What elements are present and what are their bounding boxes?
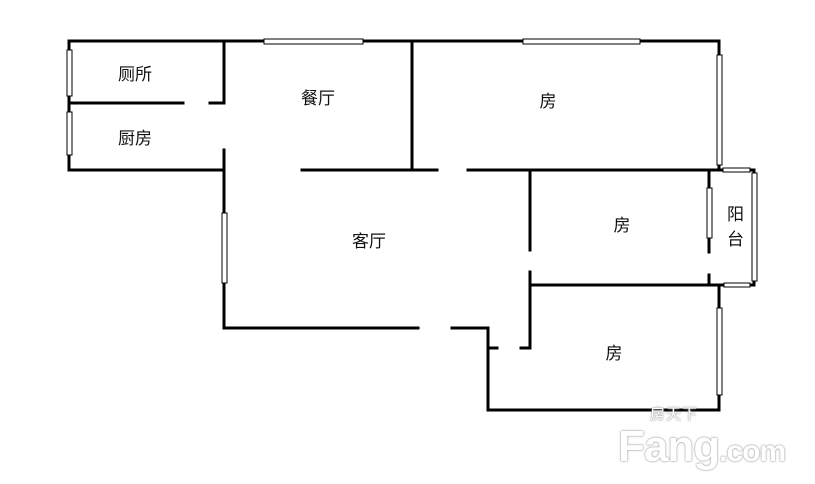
- room-label-kitchen: 厨房: [118, 129, 152, 149]
- room-label-dining: 餐厅: [301, 89, 335, 109]
- room-label-bedroom-top: 房: [539, 92, 557, 112]
- room-label-balcony: 阳台: [723, 205, 743, 255]
- watermark-suffix: .com: [719, 435, 786, 468]
- room-label-living: 客厅: [352, 232, 386, 252]
- watermark-brand: Fang: [618, 422, 720, 471]
- fang-watermark-logo: Fang.com: [618, 422, 786, 471]
- room-label-bedroom-bottom: 房: [605, 344, 623, 364]
- room-label-bedroom-middle: 房: [613, 216, 631, 236]
- windows: [66, 38, 758, 396]
- watermark-chinese: 房天下: [650, 405, 699, 423]
- walls: [67, 39, 756, 412]
- room-label-toilet: 厕所: [118, 65, 152, 85]
